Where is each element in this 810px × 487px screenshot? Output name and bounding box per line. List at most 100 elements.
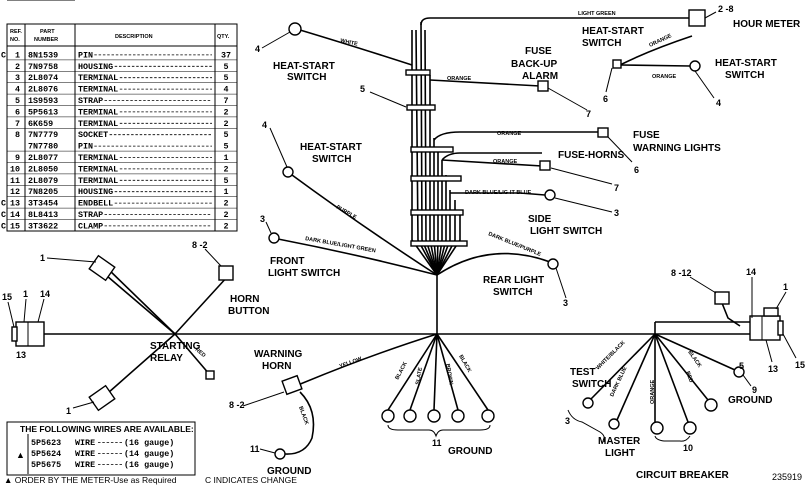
callout-7b: 7: [614, 183, 619, 193]
callout-1a: 1: [40, 253, 45, 263]
connector-icon: [612, 59, 622, 69]
quantity: 1: [223, 187, 228, 197]
strap-icon: [410, 175, 462, 182]
callout-14b: 14: [746, 267, 756, 277]
change-note: C INDICATES CHANGE: [205, 475, 297, 485]
wire-part-number: 5P5675: [31, 460, 61, 470]
ref-no: 13: [10, 199, 20, 209]
wire-black-1: BLACK: [297, 406, 309, 426]
callout-1-right: 1: [783, 282, 788, 292]
ref-no: 2: [15, 62, 20, 72]
part-description: SOCKET: [78, 130, 108, 140]
strap-icon: [406, 104, 436, 111]
callout-6a: 6: [603, 94, 608, 104]
part-number: 6K659: [28, 119, 53, 129]
wire-gauge: (16 gauge): [124, 438, 174, 448]
part-description: PIN: [78, 142, 93, 152]
quantity: 2: [223, 221, 228, 231]
callout-3d: 3: [565, 416, 570, 426]
callout-7a: 7: [586, 109, 591, 119]
horn-connector-icon: [281, 374, 303, 396]
part-description: TERMINAL: [78, 153, 118, 163]
ref-no: 9: [15, 153, 20, 163]
part-number: 7N7779: [28, 130, 58, 140]
wire-red-2: RED: [684, 371, 694, 384]
heat-start-left-1: HEAT-START: [273, 61, 335, 72]
part-number: 8L8413: [28, 210, 58, 220]
ref-no: 5: [15, 96, 20, 106]
order-note: ▲ ORDER BY THE METER-Use as Required: [4, 475, 177, 485]
callout-1c: 1: [66, 406, 71, 416]
callout-8-12: 8 -12: [671, 268, 692, 278]
quantity: 37: [221, 50, 231, 60]
callout-13a: 13: [16, 350, 26, 360]
wire-black-3: BLACK: [457, 354, 472, 374]
quantity: 1: [223, 153, 228, 163]
wire-orange-3: ORANGE: [652, 74, 676, 80]
callout-9: 9: [752, 385, 757, 395]
ref-no: 7: [15, 119, 20, 129]
warning-horn-1: WARNING: [254, 349, 303, 360]
header-ref: REF.: [10, 29, 22, 35]
fuse-backup-2: BACK-UP: [511, 59, 557, 70]
callout-5a: 5: [360, 84, 365, 94]
switch-terminal-icon: [268, 232, 280, 244]
fuse-icon: [537, 80, 549, 92]
quantity: 5: [223, 73, 228, 83]
wire-slate: SLATE: [415, 367, 424, 386]
header-ref-no: NO.: [10, 37, 20, 43]
quantity: 2: [223, 107, 228, 117]
header-qty: QTY.: [217, 34, 230, 40]
callout-15b: 15: [795, 360, 805, 370]
ground-terminal-icon: [274, 448, 286, 460]
breaker-terminal-icon: [650, 421, 664, 435]
front-light-2: LIGHT SWITCH: [268, 268, 340, 279]
ground-center-label: GROUND: [448, 446, 492, 457]
switch-terminal-icon: [288, 22, 302, 36]
wire-brown: BROWN: [444, 363, 454, 385]
callout-3a: 3: [614, 208, 619, 218]
part-number: 8N1539: [28, 50, 58, 60]
switch-terminal-icon: [547, 258, 559, 270]
breaker-terminal-icon: [683, 421, 697, 435]
wire-black-2: BLACK: [394, 361, 408, 381]
ref-no: 14: [10, 210, 20, 220]
callout-15a: 15: [2, 292, 12, 302]
wire-orange-1: ORANGE: [447, 76, 471, 82]
wire-black-4: BLACK: [686, 350, 702, 369]
right-endbell: 14 1 15 13: [746, 267, 805, 374]
callout-13b: 13: [768, 364, 778, 374]
quantity: 2: [223, 199, 228, 209]
part-number: 7N9758: [28, 62, 58, 72]
part-number: 7N7780: [28, 142, 58, 152]
strap-icon: [405, 69, 431, 76]
ground-left-label: GROUND: [267, 466, 311, 477]
ref-no: 3: [15, 73, 20, 83]
wire-gauge: (14 gauge): [124, 449, 174, 459]
connector-icon: [714, 291, 730, 305]
switch-terminal-icon: [608, 418, 620, 430]
fuse-horns-label: FUSE-HORNS: [558, 150, 624, 161]
quantity: 5: [223, 130, 228, 140]
part-description: TERMINAL: [78, 85, 118, 95]
circuit-breaker-label: CIRCUIT BREAKER: [636, 470, 730, 481]
strap-icon: [410, 146, 454, 153]
quantity: 7: [223, 96, 228, 106]
change-mark: C: [1, 199, 6, 209]
part-number: 1S9593: [28, 96, 58, 106]
quantity: 4: [223, 85, 228, 95]
heat-start-left-2: SWITCH: [287, 72, 326, 83]
horn-button-1: HORN: [230, 294, 259, 305]
wire-gauge: (16 gauge): [124, 460, 174, 470]
callout-4c: 4: [262, 120, 267, 130]
ref-no: 8: [15, 130, 20, 140]
part-number: 3T3622: [28, 221, 58, 231]
ground-terminal-icon: [451, 409, 465, 423]
test-switch-2: SWITCH: [572, 379, 611, 390]
ground-terminal-icon: [403, 409, 417, 423]
triangle-icon: ▲: [16, 450, 25, 460]
